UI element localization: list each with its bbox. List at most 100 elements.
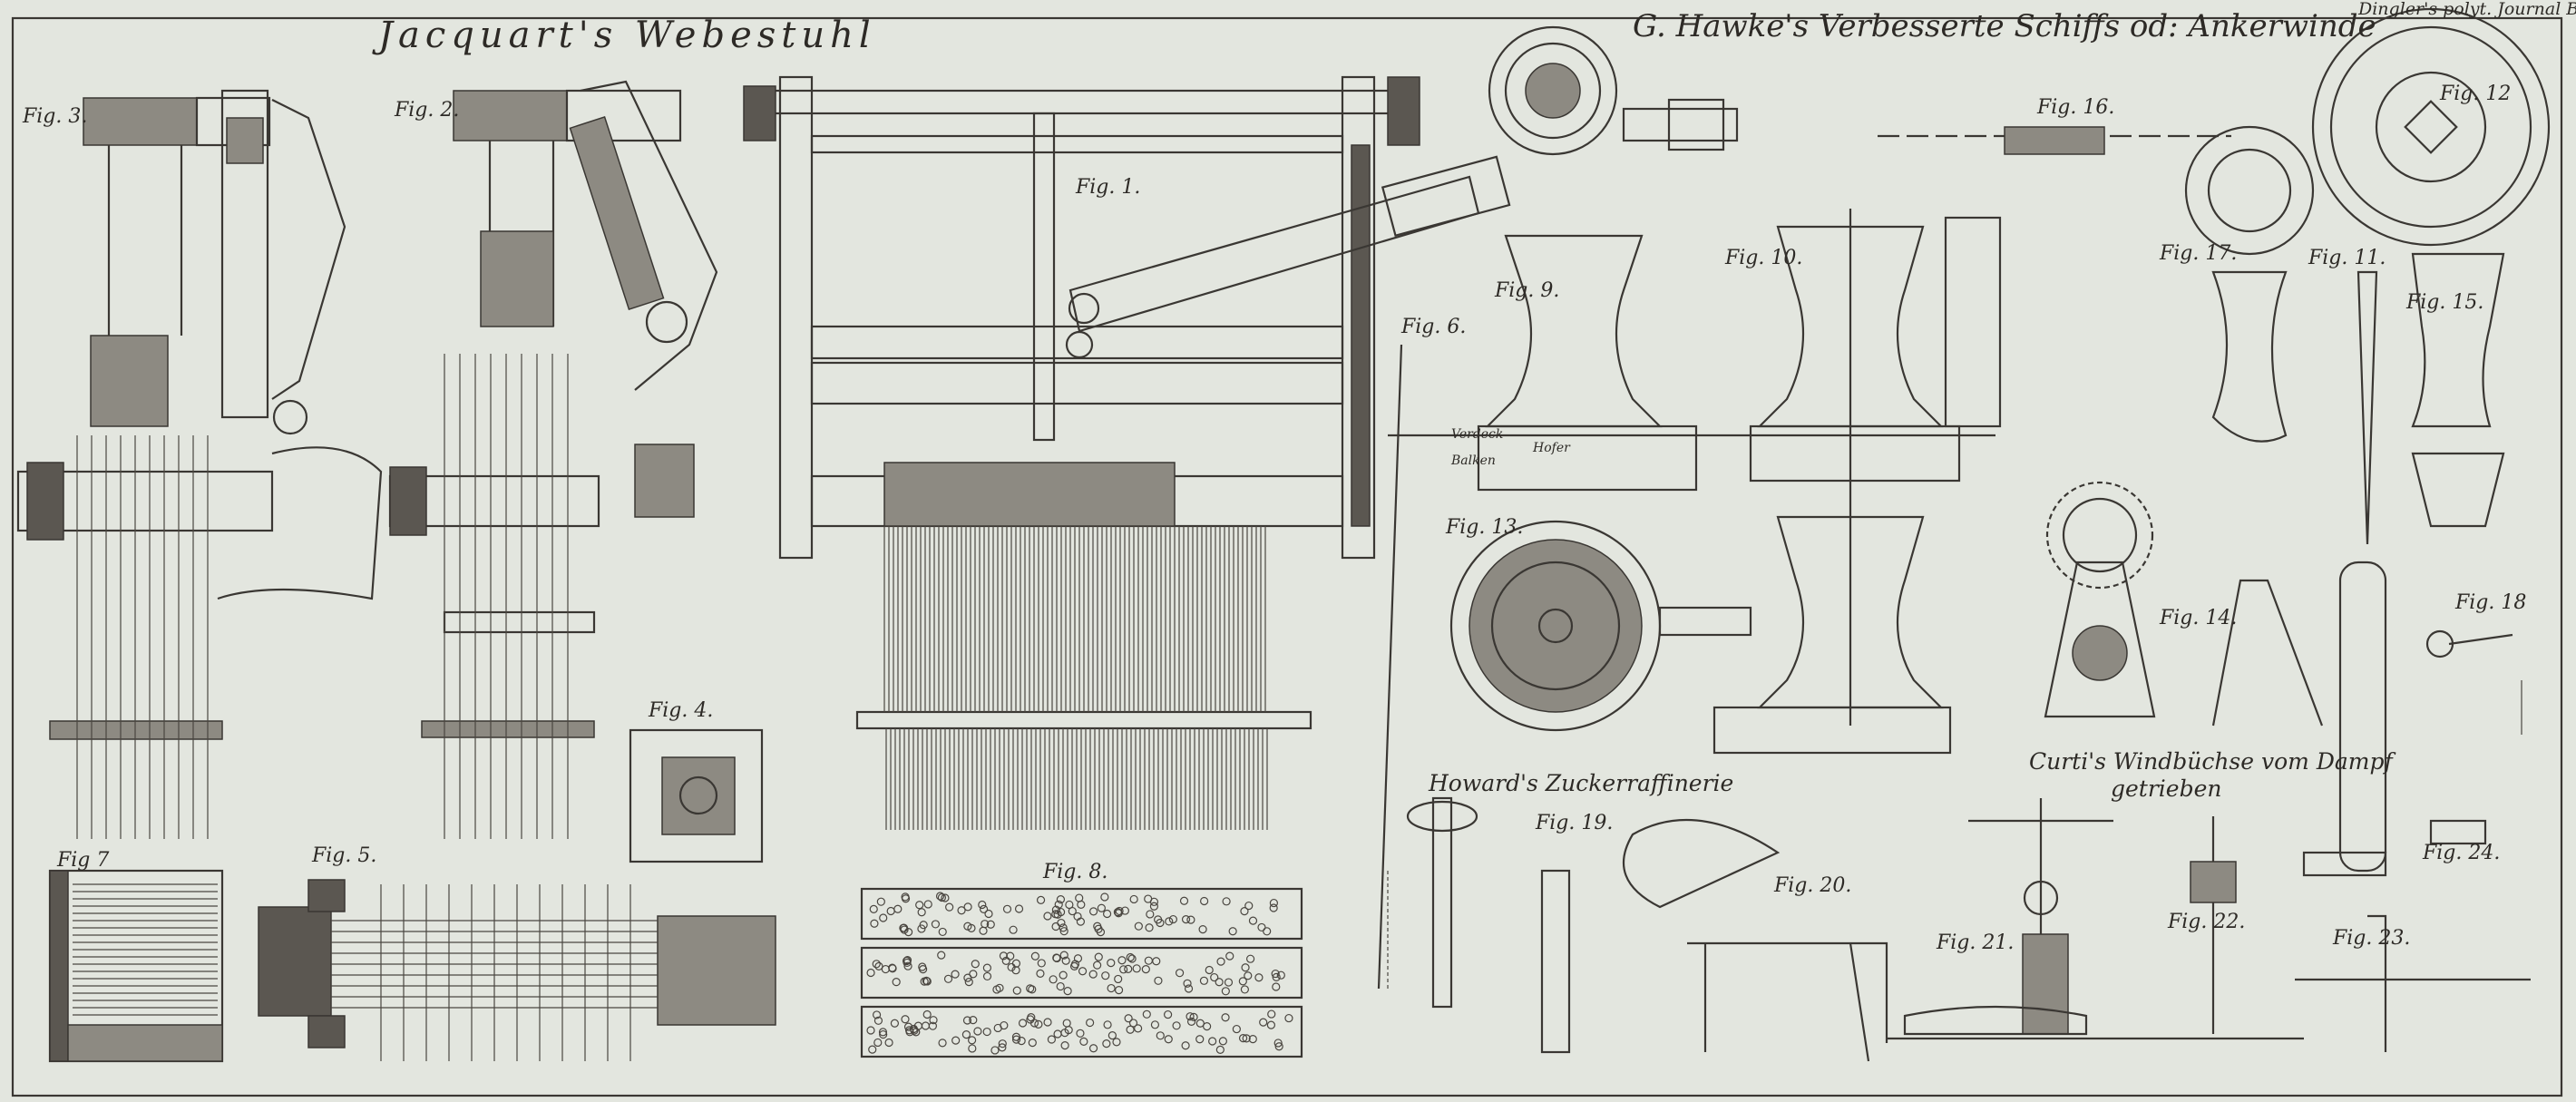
card-hole xyxy=(1154,976,1163,985)
card-hole xyxy=(1184,984,1194,993)
label-fig22: Fig. 22. xyxy=(2167,911,2245,933)
card-hole xyxy=(903,961,912,970)
card-hole xyxy=(1210,972,1219,982)
card-hole xyxy=(1079,1037,1088,1046)
card-hole xyxy=(1271,969,1280,979)
card-hole xyxy=(1059,923,1068,932)
card-hole xyxy=(1129,894,1138,904)
fig1-warp-threads xyxy=(883,526,1268,830)
fig-windlass-drawings xyxy=(1388,7,2551,1062)
card-hole xyxy=(1142,1009,1151,1019)
card-hole xyxy=(984,909,993,919)
card-hole xyxy=(1269,903,1278,912)
card-hole xyxy=(1164,1035,1173,1044)
card-hole xyxy=(1266,1020,1276,1029)
card-hole xyxy=(1181,1041,1190,1050)
card-hole xyxy=(1126,1025,1135,1034)
card-hole xyxy=(1273,1039,1283,1048)
card-hole xyxy=(1017,1036,1026,1046)
label-fig13: Fig. 13. xyxy=(1445,516,1523,539)
card-hole xyxy=(905,1028,914,1037)
card-hole xyxy=(1069,961,1079,970)
card-hole xyxy=(901,894,911,903)
card-hole xyxy=(1149,897,1159,906)
card-hole xyxy=(1068,906,1077,916)
card-hole xyxy=(1240,907,1249,916)
card-hole xyxy=(879,1029,888,1039)
card-hole xyxy=(1263,927,1272,936)
card-hole xyxy=(899,923,908,932)
card-hole xyxy=(876,897,885,906)
card-hole xyxy=(1232,1024,1241,1034)
card-hole xyxy=(941,893,950,902)
fig1-loom-frame-drawing xyxy=(743,75,1511,730)
card-hole xyxy=(1030,951,1039,961)
card-hole xyxy=(1146,910,1155,919)
card-hole xyxy=(1259,1018,1268,1027)
card-hole xyxy=(929,1016,938,1025)
card-hole xyxy=(1088,970,1098,979)
label-fig8: Fig. 8. xyxy=(1042,861,1107,883)
card-hole xyxy=(901,1015,910,1024)
title-curti-air-gun: Curti's Windbüchse vom Dampf xyxy=(2029,748,2395,775)
card-hole xyxy=(937,892,947,902)
card-hole xyxy=(1049,975,1058,984)
card-hole xyxy=(1064,1026,1073,1035)
card-hole xyxy=(935,892,945,901)
card-hole xyxy=(900,925,909,934)
card-hole xyxy=(1006,951,1015,961)
fig3-jacquard-head-drawing xyxy=(16,89,383,740)
card-hole xyxy=(923,900,932,909)
label-fig16: Fig. 16. xyxy=(2036,96,2114,119)
card-hole xyxy=(866,968,875,978)
label-fig20: Fig. 20. xyxy=(1773,874,1851,897)
card-hole xyxy=(1060,1041,1069,1050)
card-hole xyxy=(1215,1045,1225,1054)
card-hole xyxy=(1101,971,1110,980)
card-hole xyxy=(1126,952,1135,962)
label-fig19: Fig. 19. xyxy=(1535,812,1613,834)
card-hole xyxy=(1061,956,1070,965)
card-hole xyxy=(1028,1039,1037,1048)
card-hole xyxy=(982,1027,991,1037)
card-hole xyxy=(1274,1042,1283,1051)
label-fig14: Fig. 14. xyxy=(2159,607,2237,629)
fig2-harness-threads xyxy=(444,354,569,839)
card-hole xyxy=(1086,1018,1095,1028)
card-hole xyxy=(1199,976,1209,985)
label-fig3: Fig. 3. xyxy=(22,105,87,128)
label-fig1: Fig. 1. xyxy=(1075,176,1140,199)
card-hole xyxy=(903,956,912,965)
card-hole xyxy=(1186,915,1195,924)
label-fig11: Fig. 11. xyxy=(2308,247,2386,269)
card-hole xyxy=(1225,951,1234,961)
card-hole xyxy=(1240,985,1249,994)
label-fig9: Fig. 9. xyxy=(1494,279,1559,302)
card-hole xyxy=(1145,923,1154,932)
title-curti-air-gun-line2: getrieben xyxy=(2111,775,2222,802)
fig5-needles xyxy=(331,884,658,1061)
card-hole xyxy=(890,1019,899,1028)
card-hole xyxy=(1183,979,1192,988)
card-hole xyxy=(945,902,954,912)
card-hole xyxy=(922,976,931,985)
card-hole xyxy=(1241,963,1250,972)
label-fig2: Fig. 2. xyxy=(394,99,459,122)
card-hole xyxy=(1059,951,1068,960)
card-hole xyxy=(1076,1029,1085,1038)
card-hole xyxy=(1001,956,1010,965)
card-hole xyxy=(866,1026,875,1035)
card-hole xyxy=(1026,984,1035,993)
card-hole xyxy=(1056,907,1066,917)
card-hole xyxy=(1149,902,1159,911)
card-hole xyxy=(964,977,973,987)
card-hole xyxy=(1269,898,1279,908)
label-fig23: Fig. 23. xyxy=(2332,927,2410,950)
card-hole xyxy=(1107,1031,1117,1040)
card-hole xyxy=(918,962,927,971)
card-hole xyxy=(1186,1017,1196,1026)
card-hole xyxy=(1012,986,1021,995)
card-hole xyxy=(1221,987,1230,996)
card-hole xyxy=(1059,927,1068,936)
